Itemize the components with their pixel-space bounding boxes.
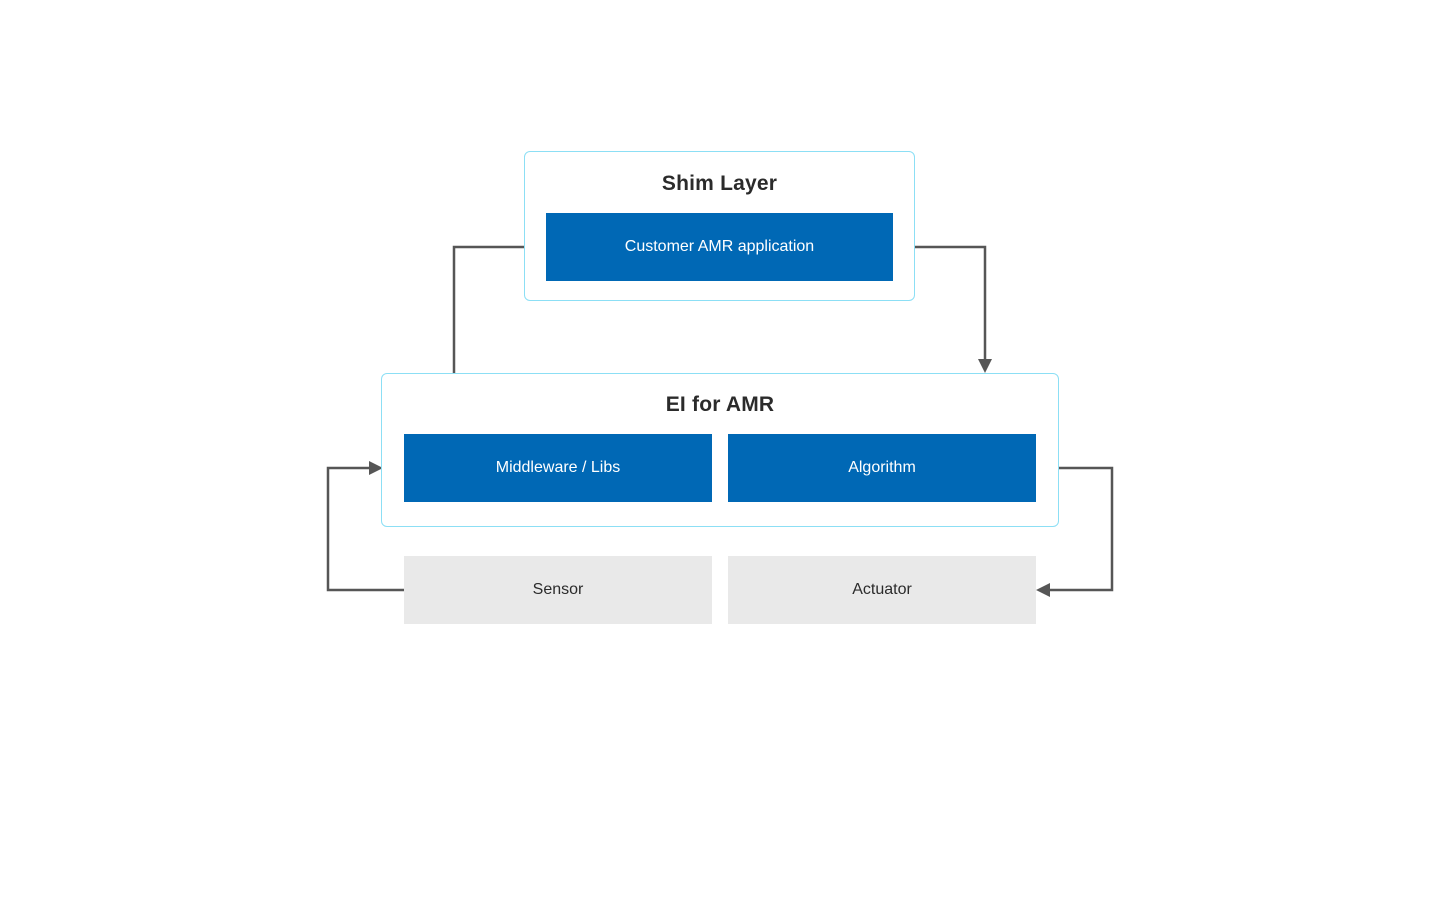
arrowhead-left-icon [1036,583,1050,597]
ei-for-amr-title: EI for AMR [665,393,775,416]
sensor-label: Sensor [532,581,584,598]
middleware-libs-label: Middleware / Libs [495,459,621,476]
shim-layer-title: Shim Layer [661,172,778,195]
connector-sensor-to-ei [326,461,404,592]
arrowhead-right-icon [369,461,383,475]
connector-ei-to-actuator [1036,466,1114,597]
sensor-box: Sensor [404,556,712,624]
customer-amr-application-label: Customer AMR application [624,238,815,255]
connector-customer-app-to-ei [893,245,992,373]
customer-amr-application-box: Customer AMR application [546,213,893,281]
actuator-box: Actuator [728,556,1036,624]
arrowhead-down-icon [978,359,992,373]
middleware-libs-box: Middleware / Libs [404,434,712,502]
algorithm-box: Algorithm [728,434,1036,502]
algorithm-label: Algorithm [848,459,916,476]
actuator-label: Actuator [852,581,912,598]
